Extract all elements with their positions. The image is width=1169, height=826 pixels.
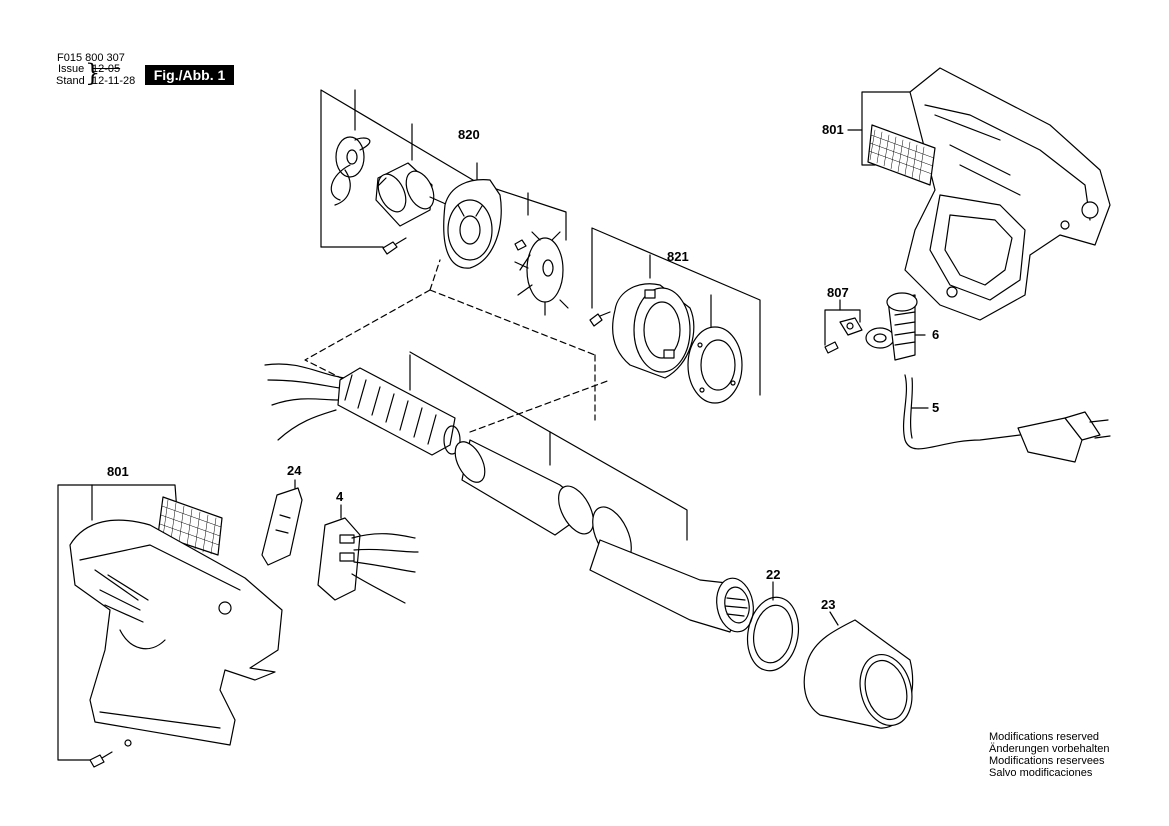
screw-807 — [824, 341, 839, 354]
cord-clamp-807 — [839, 317, 863, 336]
heater-bracket — [409, 351, 688, 541]
strain-relief-6 — [865, 292, 926, 361]
switch-block-4 — [317, 504, 419, 604]
screw-801-left — [89, 751, 113, 768]
bracket-821 — [591, 227, 761, 396]
stand-value: 12-11-28 — [92, 75, 136, 87]
nameplate-top — [867, 124, 936, 186]
dashed-boundary — [304, 259, 611, 433]
seal-ring-22 — [746, 581, 800, 672]
nozzle-cap-23 — [803, 611, 914, 729]
housing-half-left — [69, 519, 283, 747]
modifications-notice: Modifications reserved Änderungen vorbeh… — [989, 731, 1109, 779]
heating-element-part — [264, 363, 461, 456]
notice-line-es: Salvo modificaciones — [989, 767, 1093, 779]
callout-23: 23 — [821, 597, 836, 612]
fan-housing-821 — [612, 283, 695, 379]
screw-820 — [382, 237, 407, 255]
switch-slider-24 — [261, 479, 303, 566]
screw-fan — [514, 239, 527, 251]
power-cord-5 — [902, 374, 1111, 463]
fan-impeller-part — [514, 231, 569, 316]
spring-clip-part — [330, 136, 371, 206]
housing-half-right — [904, 67, 1111, 321]
bracket-glyph: } — [85, 59, 101, 87]
screw-821 — [589, 311, 611, 327]
outer-tube-part — [589, 506, 754, 633]
bracket-807 — [824, 299, 861, 346]
stand-label: Stand — [56, 75, 85, 87]
callout-6: 6 — [932, 327, 940, 342]
issue-value: 12-05 — [92, 63, 121, 75]
document-id: F015 800 307 — [57, 52, 125, 64]
callout-801-left: 801 — [107, 464, 129, 479]
notice-line-de: Änderungen vorbehalten — [989, 743, 1110, 755]
callout-821: 821 — [667, 249, 689, 264]
bracket-820 — [320, 89, 567, 248]
callout-24: 24 — [287, 463, 302, 478]
callout-22: 22 — [766, 567, 781, 582]
callout-807: 807 — [827, 285, 849, 300]
inner-tube-part — [454, 439, 594, 536]
issue-label: Issue — [58, 63, 85, 75]
callout-5: 5 — [932, 400, 940, 415]
callout-4: 4 — [336, 489, 344, 504]
fan-housing-plate — [443, 179, 502, 269]
figure-label: Fig./Abb. 1 — [145, 65, 234, 85]
callout-820: 820 — [458, 127, 480, 142]
callout-801-top: 801 — [822, 122, 844, 137]
notice-line-en: Modifications reserved — [989, 731, 1100, 743]
nameplate-left — [157, 496, 223, 556]
notice-line-fr: Modifications reservees — [989, 755, 1105, 767]
motor-part — [375, 162, 449, 227]
ring-plate-821 — [687, 326, 743, 404]
bracket-801-top — [847, 91, 911, 166]
